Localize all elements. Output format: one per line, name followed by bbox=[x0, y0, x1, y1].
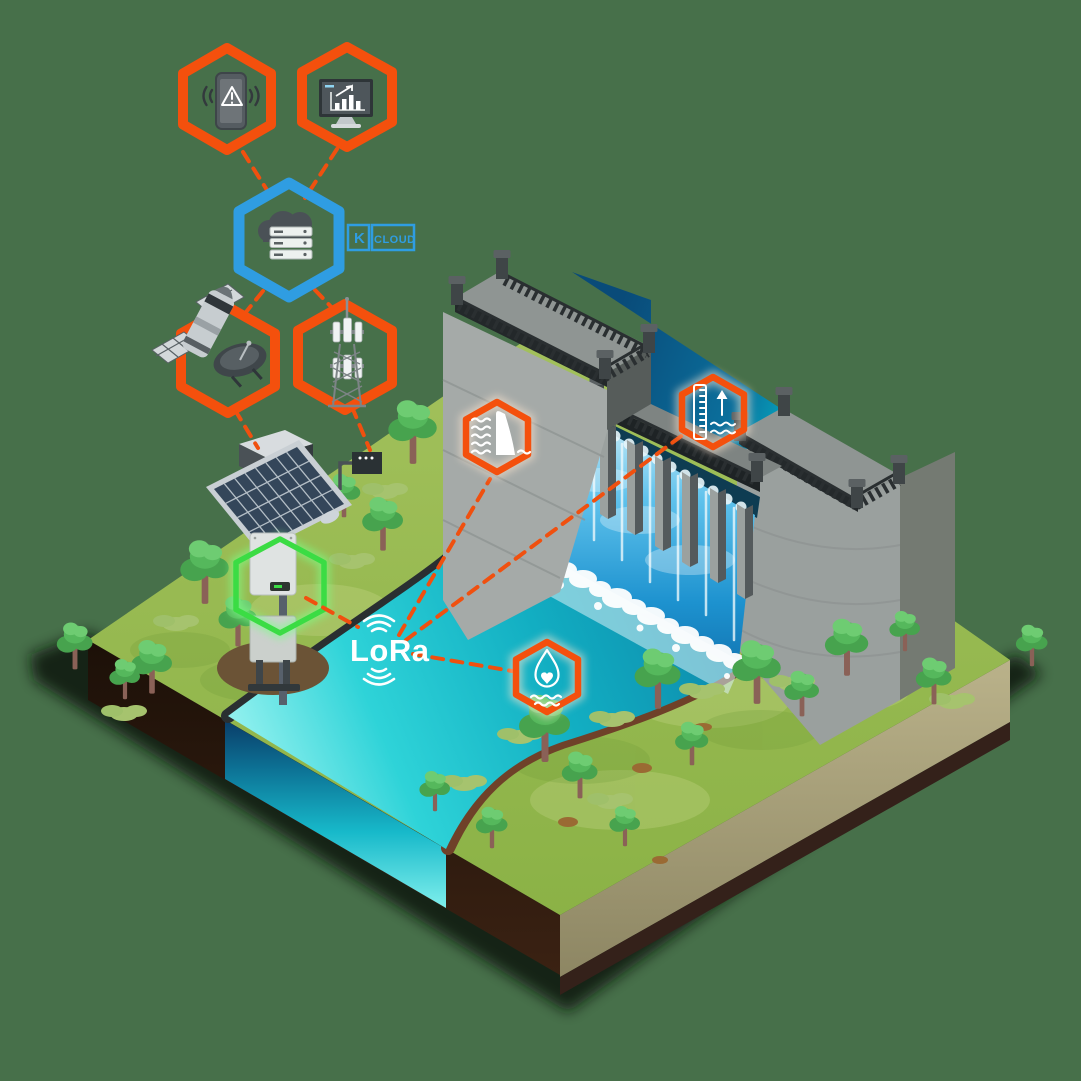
cloud-badge: K CLOUD bbox=[346, 223, 416, 252]
node-cell-tower bbox=[293, 297, 397, 415]
link-satellite-gateway bbox=[233, 408, 260, 450]
link-lora-quality-sensor bbox=[411, 652, 514, 673]
node-phone-alerts bbox=[178, 43, 276, 155]
cell-tower-icon bbox=[328, 297, 366, 408]
dam-icon bbox=[470, 411, 532, 455]
link-logger-lora bbox=[304, 596, 360, 629]
node-satellite bbox=[151, 283, 280, 418]
dam-left-abutment bbox=[442, 250, 658, 640]
monitor-chart-icon bbox=[319, 79, 373, 128]
lora-text: LoRa bbox=[350, 633, 430, 668]
foam bbox=[524, 551, 745, 694]
dirt-mound bbox=[217, 641, 329, 695]
river-cross-section bbox=[225, 720, 446, 908]
node-dashboard-monitor bbox=[297, 42, 397, 152]
satellite-icon bbox=[151, 283, 267, 388]
cloud-server-icon bbox=[258, 211, 313, 260]
link-lora-level-sensor bbox=[404, 432, 686, 642]
node-dam-structure-sensor bbox=[462, 398, 532, 476]
link-tower-gateway bbox=[350, 405, 372, 452]
data-logger-hexagon bbox=[233, 536, 327, 636]
solar-telemetry-station bbox=[206, 430, 382, 705]
solar-panel bbox=[206, 440, 352, 552]
lora-signal-icon bbox=[362, 614, 396, 686]
phone-alert-icon bbox=[202, 72, 260, 130]
scene-sensors bbox=[459, 369, 751, 720]
link-lora-dam-sensor bbox=[397, 477, 492, 637]
water-quality-droplet-icon bbox=[529, 648, 563, 707]
cloud-badge-name: CLOUD bbox=[374, 234, 416, 246]
terrain-right-face bbox=[560, 660, 1010, 977]
hexagon-network: K CLOUD bbox=[151, 42, 416, 418]
node-water-quality-sensor bbox=[512, 638, 582, 716]
terrain-soil-strip bbox=[560, 722, 1010, 995]
node-water-level-sensor bbox=[678, 373, 748, 451]
water-level-gauge-icon bbox=[693, 384, 736, 440]
cloud-badge-k: K bbox=[354, 230, 366, 247]
lora-label: LoRa bbox=[350, 614, 430, 686]
antenna-module bbox=[352, 452, 382, 474]
node-cloud-server: K CLOUD bbox=[233, 177, 416, 303]
